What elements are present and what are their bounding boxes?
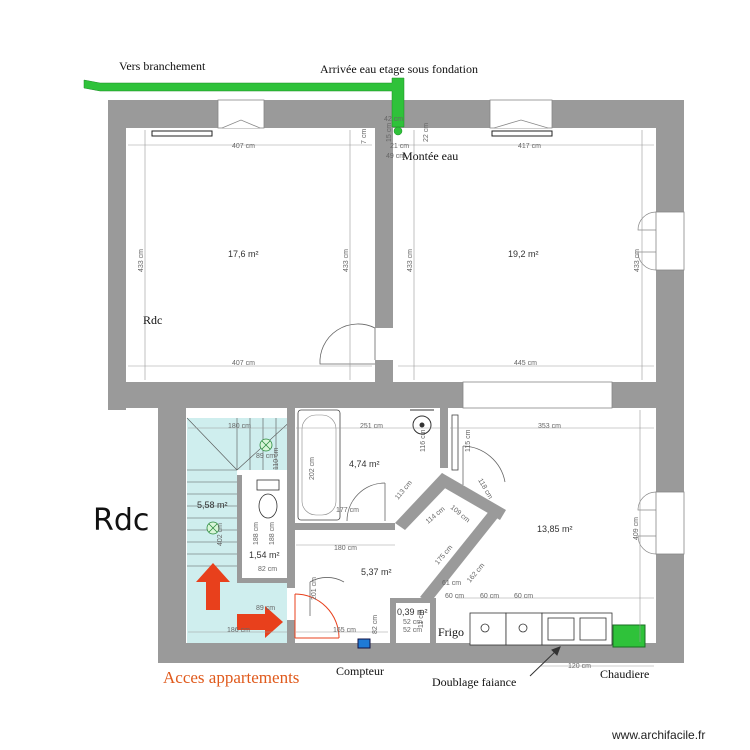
dim-60-c: 60 cm bbox=[514, 593, 533, 600]
label-montee-eau: Montée eau bbox=[402, 149, 458, 163]
dim-7: 7 cm bbox=[361, 129, 368, 144]
dim-417: 417 cm bbox=[518, 143, 541, 150]
area-stairs: 5,58 m² bbox=[197, 500, 228, 510]
entry-arrows bbox=[196, 563, 283, 638]
dim-61: 61 cm bbox=[442, 580, 461, 587]
area-hall: 5,37 m² bbox=[361, 567, 392, 577]
dim-188-a: 188 cm bbox=[253, 522, 260, 545]
dim-82-b: 82 cm bbox=[372, 615, 379, 634]
bath-sink bbox=[410, 409, 434, 435]
dim-180-a: 180 cm bbox=[228, 423, 251, 430]
dim-433-a: 433 cm bbox=[138, 249, 145, 272]
dim-52-a: 52 cm bbox=[403, 619, 422, 626]
label-acces: Acces appartements bbox=[163, 668, 299, 687]
dim-445: 445 cm bbox=[514, 360, 537, 367]
area-room2: 19,2 m² bbox=[508, 249, 539, 259]
kitchen-units bbox=[469, 612, 613, 646]
doors bbox=[309, 323, 506, 616]
dim-180-b: 180 cm bbox=[334, 545, 357, 552]
dim-433-c: 433 cm bbox=[407, 249, 414, 272]
dim-251: 251 cm bbox=[360, 423, 383, 430]
dim-186: 186 cm bbox=[227, 627, 250, 634]
dim-115: 115 cm bbox=[465, 429, 472, 452]
label-arrivee-eau: Arrivée eau etage sous fondation bbox=[320, 62, 478, 76]
area-kitchen: 13,85 m² bbox=[537, 524, 573, 534]
label-rdc-big: Rdc bbox=[93, 503, 149, 538]
dim-22: 22 cm bbox=[423, 123, 430, 142]
dim-409: 409 cm bbox=[633, 517, 640, 540]
dim-116: 116 cm bbox=[420, 429, 427, 452]
dim-162: 162 cm bbox=[466, 562, 486, 584]
dim-60-a: 60 cm bbox=[445, 593, 464, 600]
dim-177: 177 cm bbox=[336, 507, 359, 514]
dim-433-d: 433 cm bbox=[634, 249, 641, 272]
dim-407-top: 407 cm bbox=[232, 143, 255, 150]
meter-box bbox=[357, 638, 371, 649]
dim-82-a: 82 cm bbox=[258, 566, 277, 573]
dim-433-b: 433 cm bbox=[343, 249, 350, 272]
dim-49: 49 cm bbox=[386, 153, 405, 160]
dim-89-a: 89 cm bbox=[256, 453, 275, 460]
watermark: www.archifacile.fr bbox=[611, 728, 705, 742]
dim-165: 165 cm bbox=[333, 627, 356, 634]
radiator-right bbox=[491, 130, 553, 137]
label-compteur: Compteur bbox=[336, 664, 384, 678]
area-room1: 17,6 m² bbox=[228, 249, 259, 259]
label-rdc-small: Rdc bbox=[143, 313, 162, 327]
dim-201: 201 cm bbox=[311, 577, 318, 600]
dim-11: 11 cm bbox=[418, 609, 425, 628]
dim-188-b: 188 cm bbox=[269, 522, 276, 545]
dim-113: 113 cm bbox=[394, 479, 414, 501]
label-vers-branchement: Vers branchement bbox=[119, 59, 206, 73]
area-wc: 1,54 m² bbox=[249, 550, 280, 560]
entrance-door bbox=[294, 593, 340, 639]
label-doublage: Doublage faiance bbox=[432, 675, 516, 689]
windows bbox=[217, 99, 685, 555]
dim-109: 109 cm bbox=[449, 504, 471, 524]
dimension-lines bbox=[128, 130, 654, 667]
area-closet: 0,39 m² bbox=[397, 607, 428, 617]
bathtub bbox=[297, 409, 341, 521]
dim-60-b: 60 cm bbox=[480, 593, 499, 600]
dim-21: 21 cm bbox=[390, 143, 409, 150]
ceiling-lights bbox=[206, 438, 273, 535]
water-pipe bbox=[83, 77, 405, 136]
dim-110: 110 cm bbox=[273, 447, 280, 470]
dim-52-b: 52 cm bbox=[403, 627, 422, 634]
radiator-left bbox=[151, 130, 213, 137]
area-labels: 17,6 m² 19,2 m² 4,74 m² 5,58 m² 1,54 m² … bbox=[197, 249, 573, 617]
dim-42: 42 cm bbox=[384, 116, 403, 123]
dim-353: 353 cm bbox=[538, 423, 561, 430]
dim-202: 202 cm bbox=[309, 457, 316, 480]
dim-89-b: 89 cm bbox=[256, 605, 275, 612]
dim-114: 114 cm bbox=[425, 506, 447, 526]
dim-407-bottom: 407 cm bbox=[232, 360, 255, 367]
boiler bbox=[612, 624, 646, 648]
label-frigo: Frigo bbox=[438, 625, 464, 639]
area-bath: 4,74 m² bbox=[349, 459, 380, 469]
toilet bbox=[256, 479, 280, 519]
towel-rail bbox=[451, 414, 459, 471]
dim-120: 120 cm bbox=[568, 663, 591, 670]
label-chaudiere: Chaudiere bbox=[600, 667, 649, 681]
dim-402: 402 cm bbox=[217, 523, 224, 546]
doublage-pointer bbox=[529, 646, 561, 677]
dim-15: 15 cm bbox=[386, 123, 393, 142]
